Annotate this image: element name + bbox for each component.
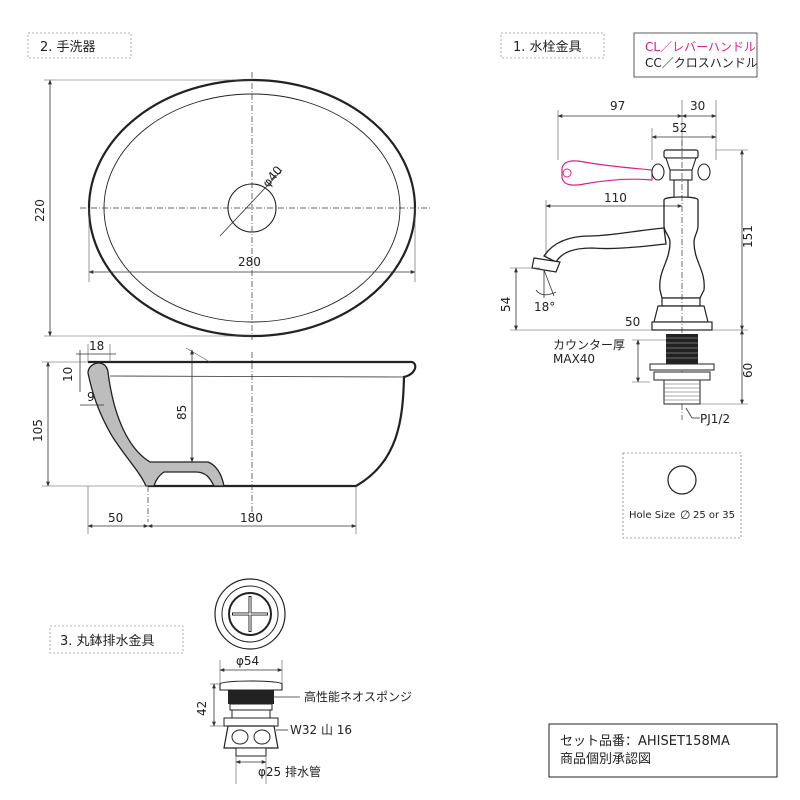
drain-drawing: φ54 高性能ネオスポンジ 42 W32 山 16 φ25 排水管	[195, 578, 412, 784]
drain-thread-label: W32 山 16	[290, 723, 352, 737]
dim-280: 280	[238, 255, 261, 269]
drain-pipe-label: φ25 排水管	[258, 764, 321, 779]
basin-top-view: φ40 220 280	[33, 72, 432, 340]
faucet-drawing: 97 30 52 110 151	[499, 99, 755, 426]
hole-size-label: Hole Size	[629, 510, 675, 521]
dim-105: 105	[31, 419, 45, 442]
set-code: セット品番：AHISET158MA	[560, 734, 730, 749]
dim-54: 54	[499, 297, 513, 312]
dim-50: 50	[108, 511, 123, 525]
sponge-label: 高性能ネオスポンジ	[304, 689, 412, 704]
dim-85: 85	[175, 405, 189, 420]
thread-pj: PJ1/2	[700, 412, 730, 426]
dim-angle: 18°	[534, 300, 555, 314]
svg-text:3. 丸鉢排水金具: 3. 丸鉢排水金具	[60, 633, 155, 649]
dim-151: 151	[741, 225, 755, 248]
dim-220: 220	[33, 199, 47, 222]
hole-size-value: 25 or 35	[693, 510, 735, 521]
svg-text:1. 水栓金具: 1. 水栓金具	[513, 39, 582, 55]
counter-thickness-label: カウンター厚	[553, 338, 625, 352]
dim-30: 30	[690, 99, 705, 113]
approval-label: 商品個別承認図	[560, 751, 651, 767]
basin-side-view: 18 10 9 85 105 50 180	[31, 339, 417, 534]
set-info-box: セット品番：AHISET158MA 商品個別承認図	[548, 723, 778, 778]
svg-text:2. 手洗器: 2. 手洗器	[40, 40, 96, 55]
legend-lever: CL／レバーハンドル	[645, 40, 756, 54]
dim-drain-42: 42	[195, 701, 209, 716]
dim-180: 180	[240, 511, 263, 525]
counter-max-label: MAX40	[553, 352, 595, 366]
dim-52: 52	[672, 121, 687, 135]
handle-legend: CL／レバーハンドル CC／クロスハンドル	[633, 32, 758, 78]
dim-97: 97	[610, 99, 625, 113]
dim-10: 10	[61, 367, 75, 382]
dim-base-50: 50	[625, 315, 640, 329]
dim-drain-54: φ54	[236, 654, 259, 668]
basin-section-title: 2. 手洗器	[27, 32, 132, 59]
dim-18: 18	[89, 339, 104, 353]
dim-hole: φ40	[260, 163, 286, 190]
faucet-section-title: 1. 水栓金具	[500, 32, 605, 59]
dim-110: 110	[604, 191, 627, 205]
hole-size-symbol: ∅	[680, 508, 690, 522]
legend-cross: CC／クロスハンドル	[645, 56, 758, 70]
drain-section-title: 3. 丸鉢排水金具	[49, 625, 184, 654]
dim-60: 60	[741, 363, 755, 378]
hole-size-box: Hole Size ∅ 25 or 35	[622, 452, 742, 539]
dim-9: 9	[87, 390, 95, 404]
